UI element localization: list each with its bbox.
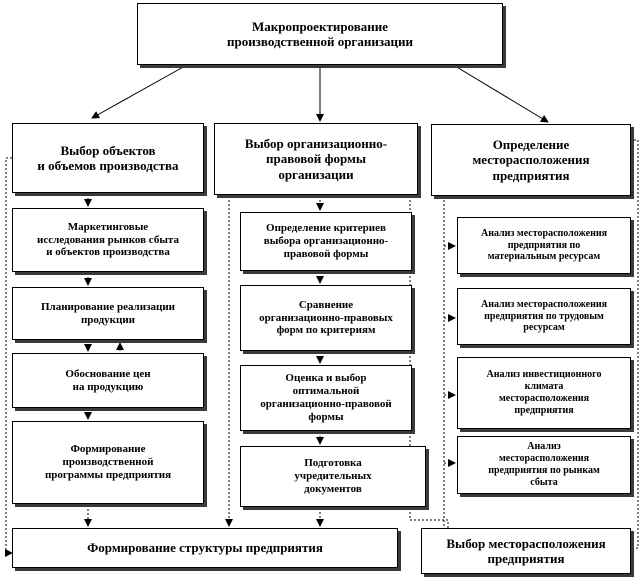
- left-step-2: Планирование реализации продукции: [12, 287, 204, 340]
- arrow-top-to-right: [454, 65, 549, 123]
- left-step-2-label: Планирование реализации продукции: [40, 300, 176, 326]
- left-step-4: Формирование производственной программы …: [12, 421, 204, 504]
- middle-header: Выбор организационно- правовой формы орг…: [214, 123, 418, 195]
- top-box: Макропроектирование производственной орг…: [137, 3, 503, 65]
- right-step-4-label: Анализ месторасположения предприятия по …: [488, 441, 600, 488]
- right-header: Определение месторасположения предприяти…: [431, 124, 631, 196]
- bottom-location-label: Выбор месторасположения предприятия: [446, 535, 606, 566]
- right-step-3-label: Анализ инвестиционного климата месторасп…: [486, 369, 602, 416]
- right-step-2-label: Анализ месторасположения предприятия по …: [480, 298, 608, 334]
- bottom-structure-box: Формирование структуры предприятия: [12, 528, 398, 568]
- right-step-1: Анализ месторасположения предприятия по …: [457, 217, 631, 274]
- right-step-2: Анализ месторасположения предприятия по …: [457, 288, 631, 345]
- middle-step-4-label: Подготовка учредительных документов: [294, 457, 372, 495]
- middle-step-3: Оценка и выбор оптимальной организационн…: [240, 365, 412, 431]
- middle-step-1-label: Определение критериев выбора организацио…: [263, 222, 389, 260]
- left-step-1: Маркетинговые исследования рынков сбыта …: [12, 208, 204, 272]
- right-step-1-label: Анализ месторасположения предприятия по …: [480, 227, 608, 263]
- middle-step-2: Сравнение организационно-правовых форм п…: [240, 285, 412, 351]
- rail-mid-right: [409, 196, 449, 528]
- arrow-top-to-left: [91, 65, 186, 119]
- middle-step-3-label: Оценка и выбор оптимальной организационн…: [260, 372, 392, 423]
- bottom-structure-label: Формирование структуры предприятия: [87, 540, 323, 556]
- right-step-3: Анализ инвестиционного климата месторасп…: [457, 357, 631, 429]
- left-step-1-label: Маркетинговые исследования рынков сбыта …: [37, 220, 179, 259]
- left-step-4-label: Формирование производственной программы …: [44, 443, 172, 481]
- loop-right: [632, 139, 639, 549]
- right-step-4: Анализ месторасположения предприятия по …: [457, 436, 631, 494]
- top-label: Макропроектирование производственной орг…: [226, 18, 414, 49]
- right-header-label: Определение месторасположения предприяти…: [472, 137, 590, 183]
- middle-step-2-label: Сравнение организационно-правовых форм п…: [259, 298, 393, 337]
- left-header-label: Выбор объектов и объемов производства: [37, 142, 179, 173]
- left-step-3: Обоснование цен на продукцию: [12, 353, 204, 408]
- left-header: Выбор объектов и объемов производства: [12, 123, 204, 193]
- left-step-3-label: Обоснование цен на продукцию: [65, 367, 151, 393]
- bottom-location-box: Выбор месторасположения предприятия: [421, 528, 631, 574]
- middle-header-label: Выбор организационно- правовой формы орг…: [244, 136, 388, 182]
- middle-step-1: Определение критериев выбора организацио…: [240, 212, 412, 271]
- middle-step-4: Подготовка учредительных документов: [240, 446, 426, 507]
